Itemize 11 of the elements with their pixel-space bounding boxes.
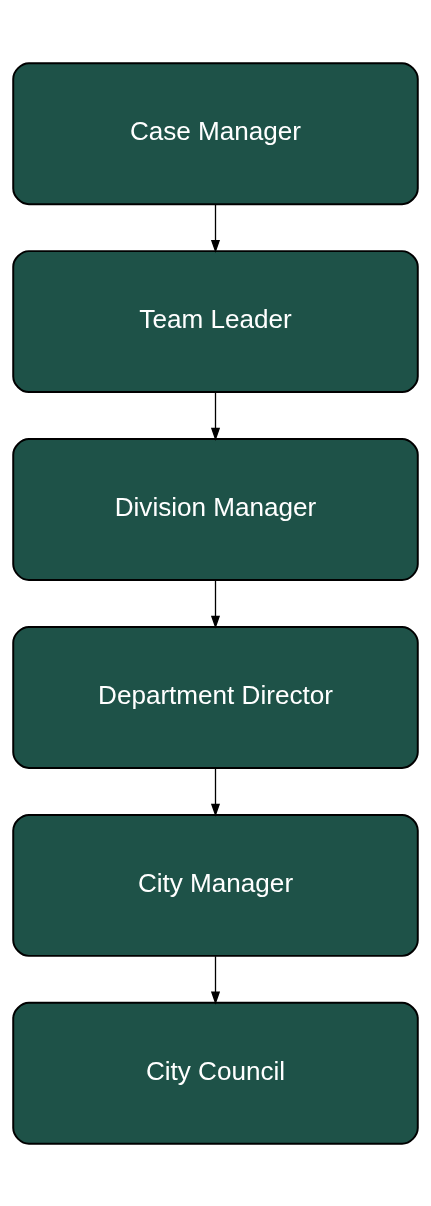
arrow (210, 767, 221, 817)
node-box: City Manager (12, 813, 419, 957)
arrow (210, 955, 221, 1005)
arrow (210, 579, 221, 629)
node-box: Department Director (12, 625, 419, 769)
arrow (210, 203, 221, 253)
node-box: Team Leader (12, 249, 419, 393)
arrow (210, 391, 221, 441)
node-box: Case Manager (12, 61, 419, 205)
node-box: Division Manager (12, 437, 419, 581)
node-box: City Council (12, 1001, 419, 1145)
